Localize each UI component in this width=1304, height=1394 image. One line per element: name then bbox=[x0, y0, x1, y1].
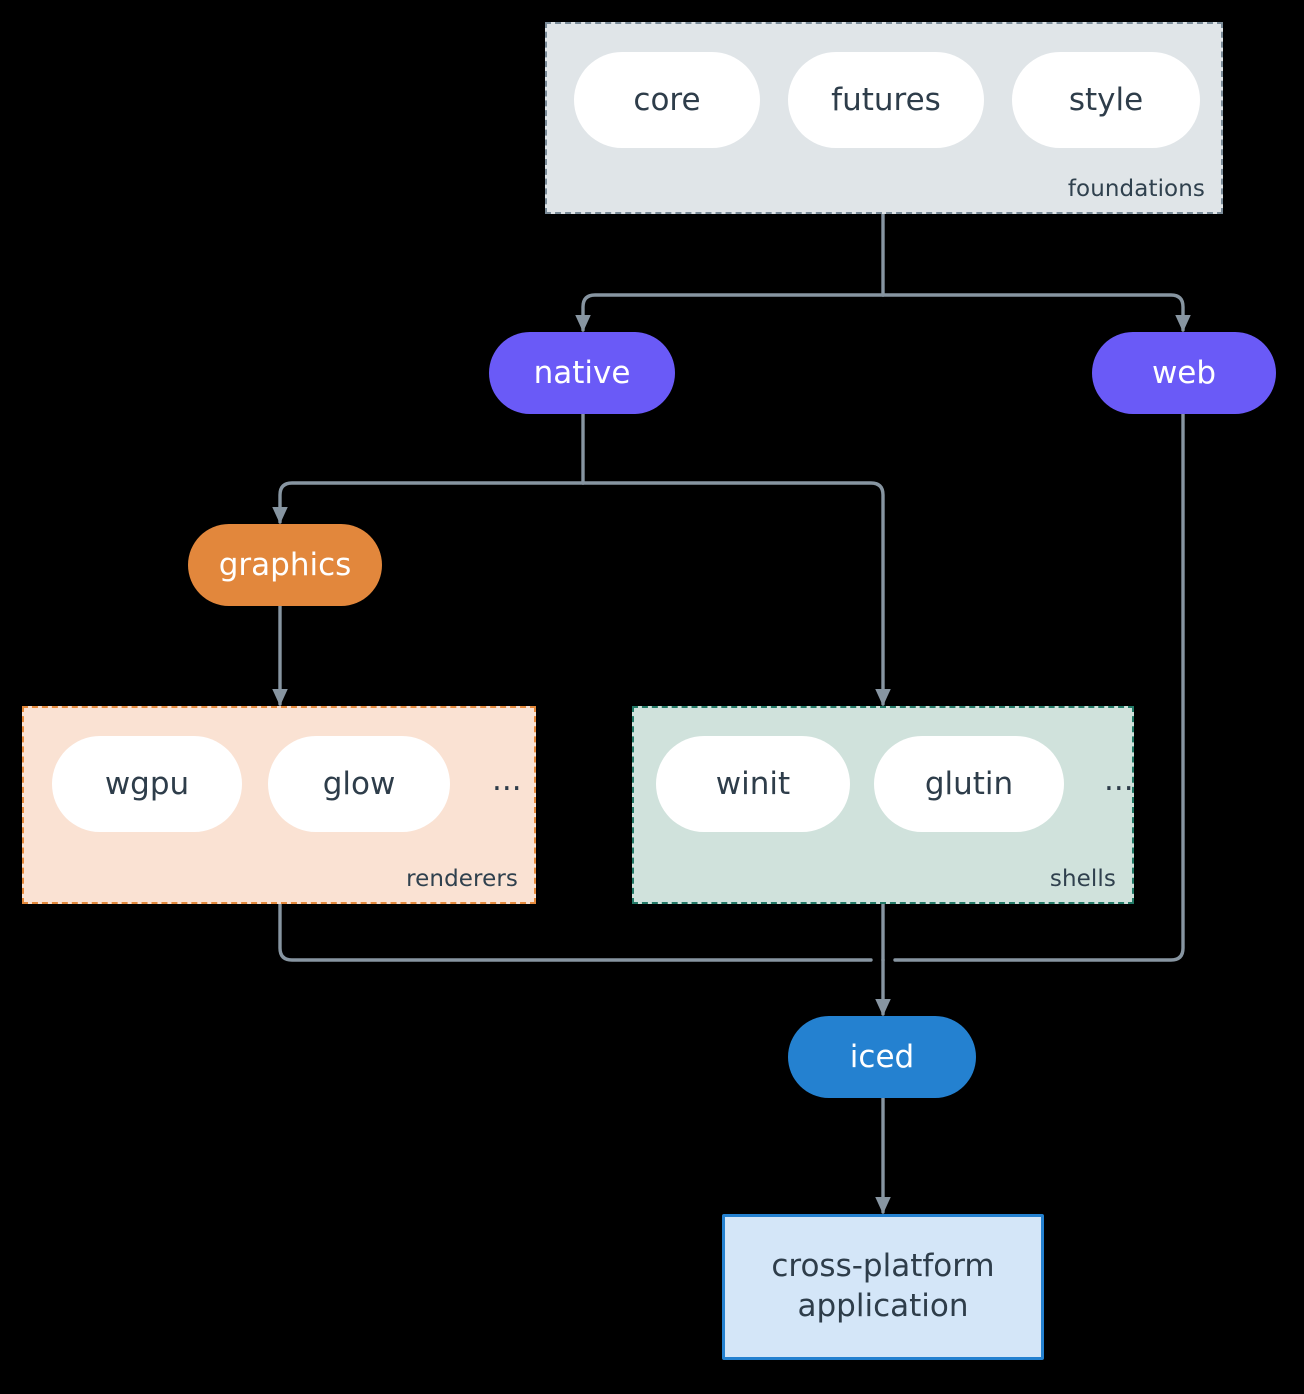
group-renderers: wgpu glow ... renderers bbox=[22, 706, 536, 904]
edge-native-to-shells bbox=[581, 481, 891, 706]
node-native[interactable]: native bbox=[489, 332, 675, 414]
group-renderers-label: renderers bbox=[406, 866, 518, 892]
edge-renderers-to-iced bbox=[278, 902, 873, 962]
edge-foundations-to-web bbox=[881, 293, 1191, 332]
foundations-item-list: core futures style bbox=[574, 52, 1200, 148]
node-winit[interactable]: winit bbox=[656, 736, 850, 832]
node-cross-platform-application[interactable]: cross-platform application bbox=[722, 1214, 1044, 1360]
renderers-item-list: wgpu glow ... bbox=[52, 736, 526, 832]
node-futures[interactable]: futures bbox=[788, 52, 984, 148]
shells-item-list: winit glutin ... bbox=[656, 736, 1138, 832]
group-foundations-label: foundations bbox=[1067, 176, 1205, 202]
group-shells-label: shells bbox=[1049, 866, 1116, 892]
node-iced[interactable]: iced bbox=[788, 1016, 976, 1098]
group-foundations: core futures style foundations bbox=[545, 22, 1223, 214]
renderers-overflow-ellipsis: ... bbox=[492, 761, 522, 798]
node-graphics[interactable]: graphics bbox=[188, 524, 382, 606]
cross-platform-line-1: cross-platform bbox=[771, 1248, 995, 1285]
group-shells: winit glutin ... shells bbox=[632, 706, 1134, 904]
node-glutin[interactable]: glutin bbox=[874, 736, 1064, 832]
edge-native-to-graphics bbox=[272, 481, 585, 524]
edge-web-to-iced bbox=[893, 412, 1185, 962]
node-style[interactable]: style bbox=[1012, 52, 1200, 148]
node-core[interactable]: core bbox=[574, 52, 760, 148]
node-wgpu[interactable]: wgpu bbox=[52, 736, 242, 832]
shells-overflow-ellipsis: ... bbox=[1104, 761, 1134, 798]
edge-foundations-to-native bbox=[575, 293, 885, 332]
node-web[interactable]: web bbox=[1092, 332, 1276, 414]
node-glow[interactable]: glow bbox=[268, 736, 450, 832]
cross-platform-line-2: application bbox=[797, 1288, 969, 1324]
